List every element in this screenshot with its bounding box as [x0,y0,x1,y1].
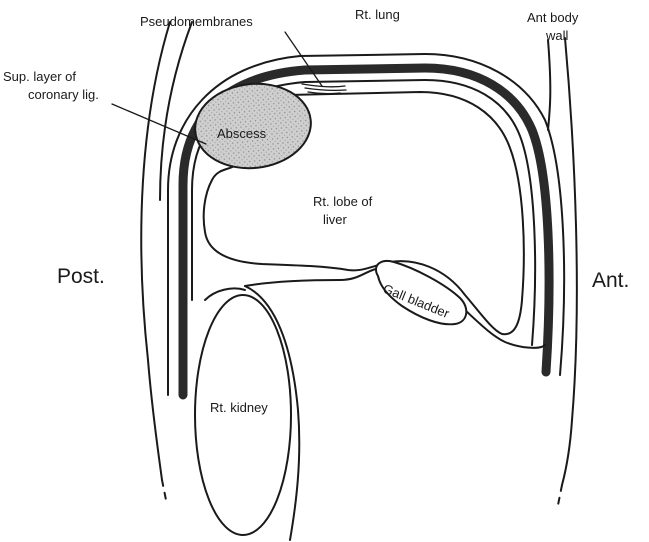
posterior-wall-dashed [162,480,166,500]
anterior-body-wall-inner [548,40,550,130]
label-ant: Ant. [592,269,629,292]
label-abscess: Abscess [217,126,267,141]
posterior-body-wall-outer [141,22,170,480]
anterior-wall-dashed [558,485,562,505]
label-rt-lung: Rt. lung [355,7,400,22]
label-ant-body-wall-line2: wall [545,28,569,43]
label-post: Post. [57,265,105,288]
label-sup-layer-line1: Sup. layer of [3,69,76,84]
pseudomembranes-leader-line [285,32,322,86]
label-ant-body-wall-line1: Ant body [527,10,579,25]
sup-layer-leader-line [112,104,206,144]
pseudomembrane-strands [302,84,346,94]
label-rt-lobe-line1: Rt. lobe of [313,194,373,209]
label-rt-kidney: Rt. kidney [210,400,268,415]
kidney-shape [195,295,291,535]
label-pseudomembranes: Pseudomembranes [140,14,253,29]
label-sup-layer-line2: coronary lig. [28,87,99,102]
label-rt-lobe-line2: liver [323,212,348,227]
